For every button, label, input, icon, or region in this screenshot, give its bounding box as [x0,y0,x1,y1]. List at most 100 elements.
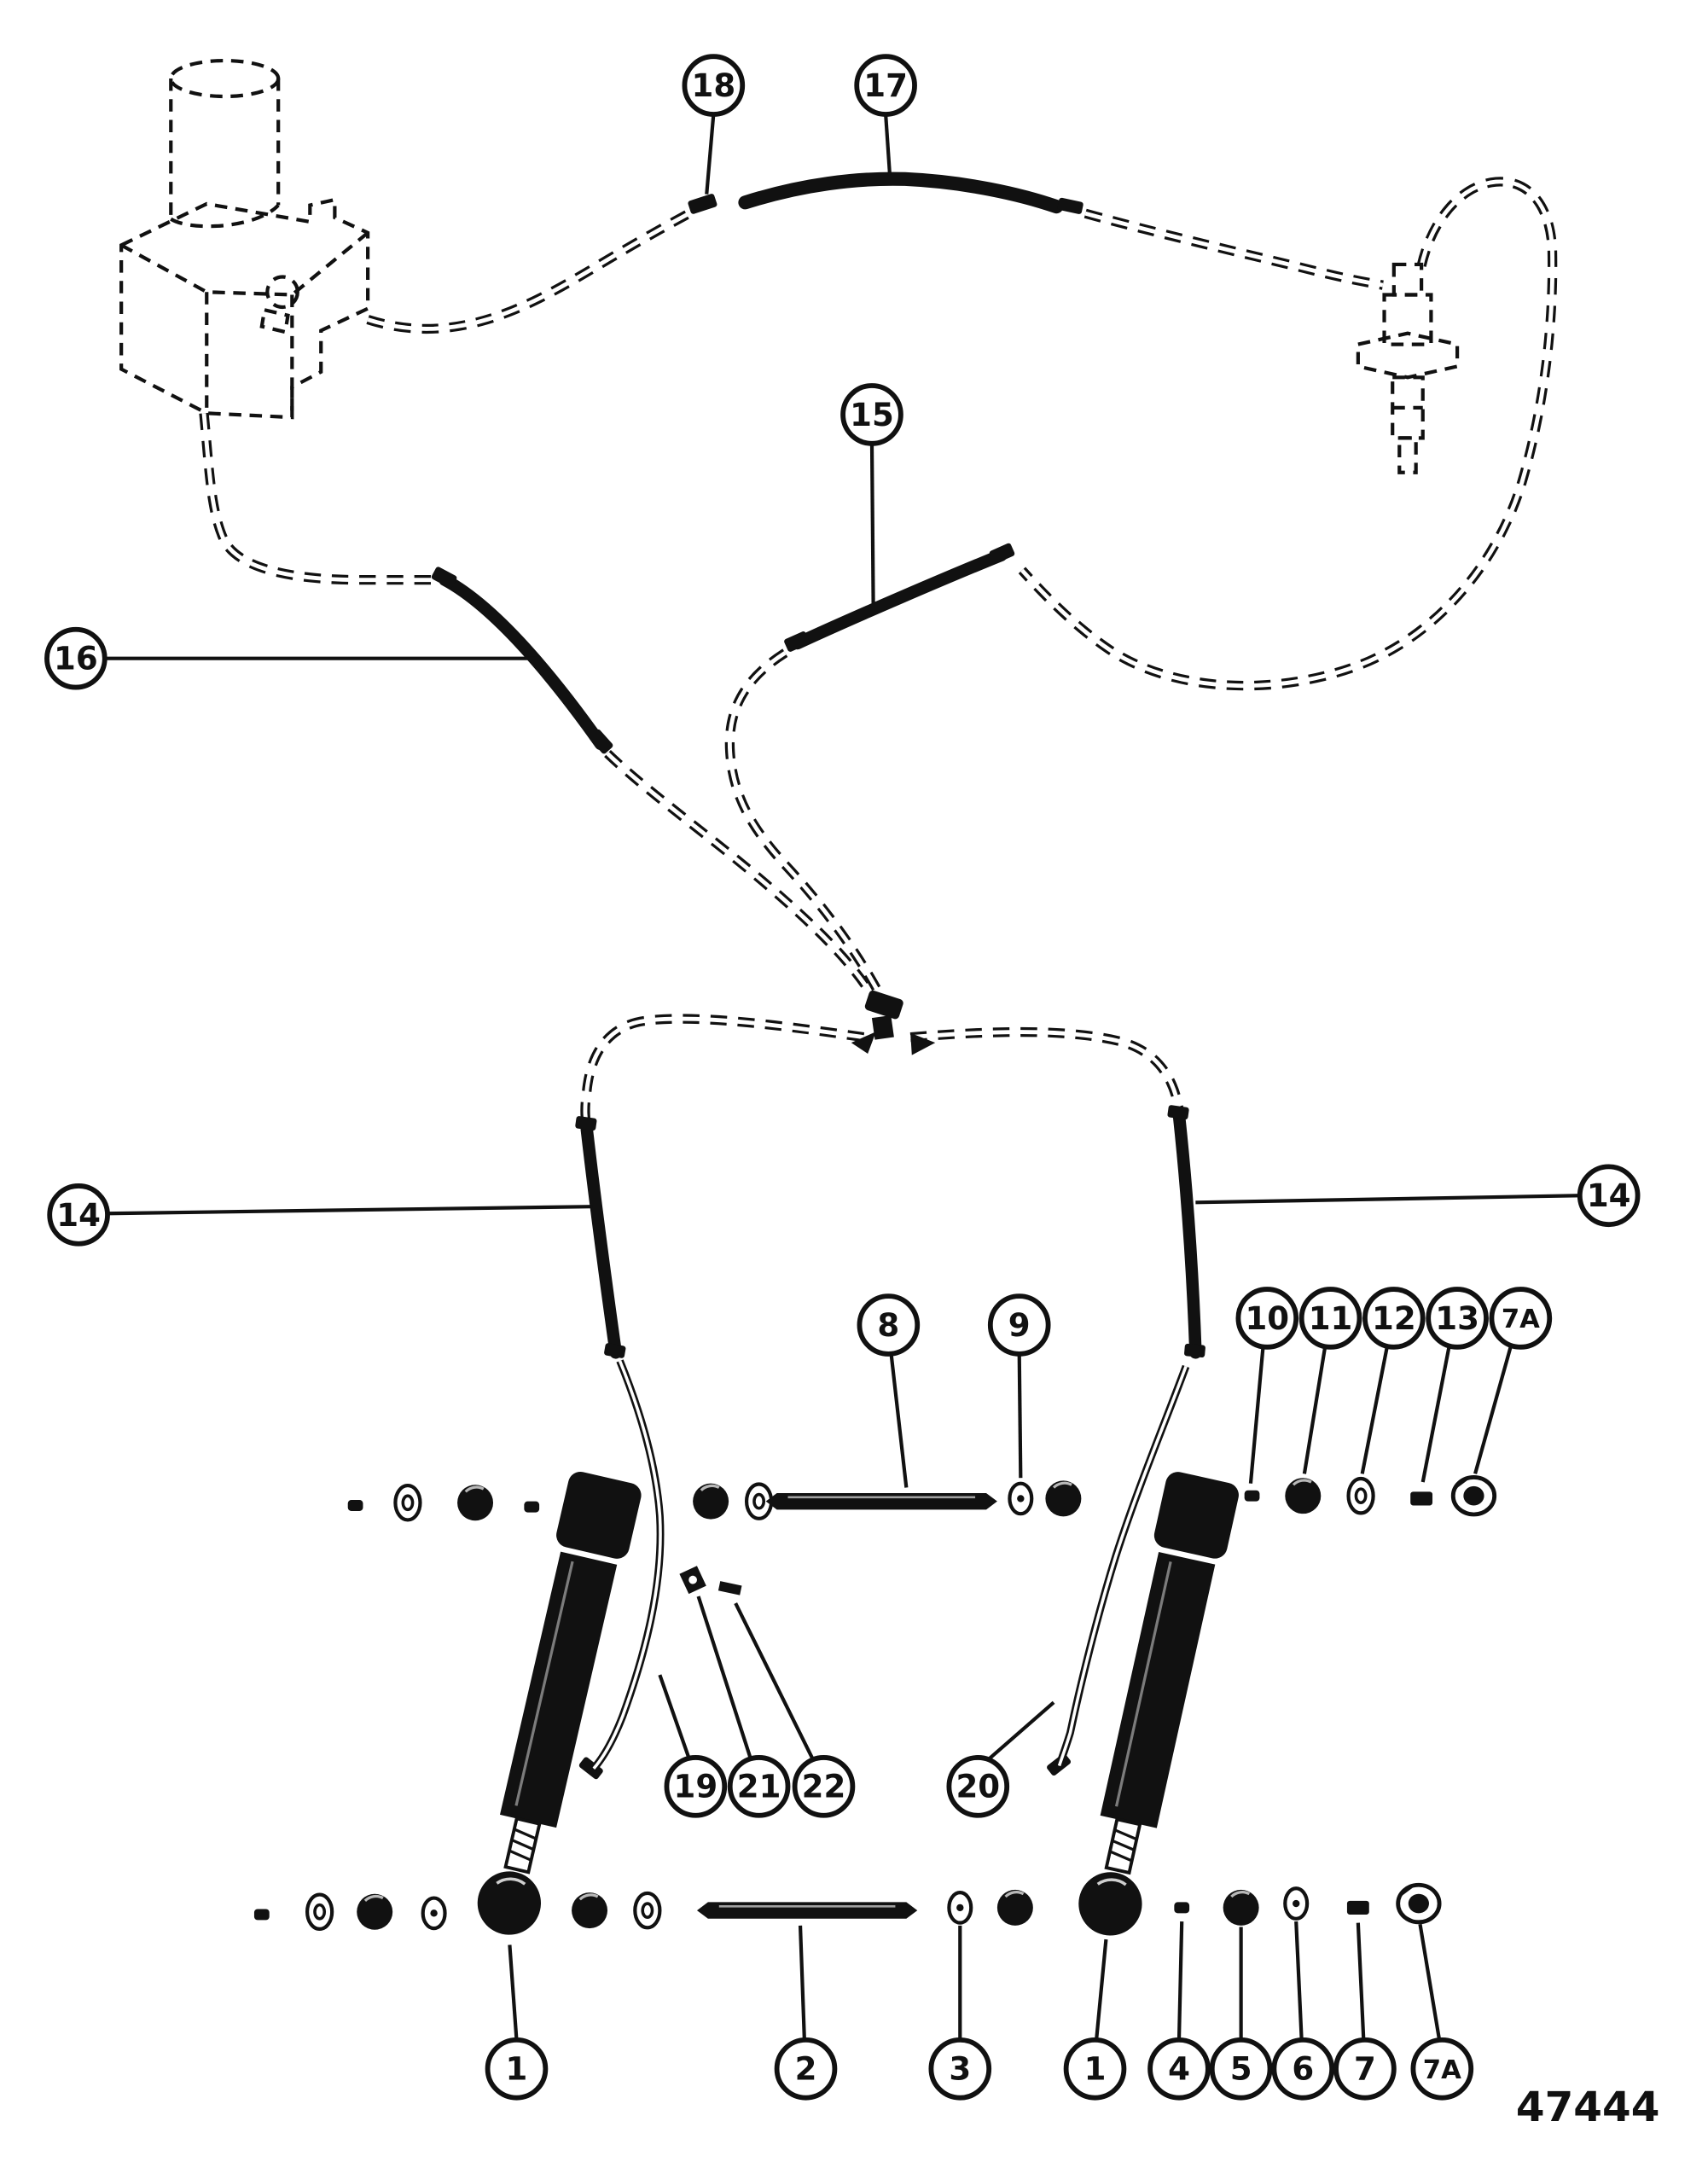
pin-4 [1174,1902,1190,1914]
bushing [456,1483,495,1522]
rod-eye [477,1871,541,1935]
callout-14-left-label: 14 [56,1197,101,1234]
callout-11-label: 11 [1309,1300,1353,1337]
trim-cylinder-right [1078,1472,1239,1936]
callout-18-label: 18 [691,67,735,104]
callout-7: 7 [1333,1922,1397,2101]
callout-1-left-label: 1 [506,2051,528,2088]
hydraulic-pump-assembly [119,58,370,420]
hose-14-left [580,1123,622,1359]
callout-8-label: 8 [877,1307,899,1344]
callout-19-label: 19 [674,1769,718,1805]
callout-1-left: 1 [485,1944,549,2101]
nut-11 [1283,1476,1322,1515]
callout-2-label: 2 [795,2051,817,2088]
callout-13: 13 [1420,1287,1489,1483]
callout-5: 5 [1209,1927,1273,2101]
callout-20: 20 [946,1700,1055,1818]
callout-22-label: 22 [802,1769,846,1805]
callout-11: 11 [1298,1287,1362,1474]
pivot-pin-8 [765,1492,997,1510]
callout-6: 6 [1271,1921,1335,2101]
trim-cylinder-left [477,1471,642,1935]
pin [524,1501,540,1513]
hose-fittings [431,194,1205,1780]
hose-16 [439,573,607,751]
pump-motor-top [169,58,281,99]
callout-1-right-label: 1 [1084,2051,1107,2088]
tee-fitting [851,990,936,1055]
bushing [996,1888,1035,1927]
nut-5 [1222,1888,1261,1927]
callout-7a-top: 7A [1473,1287,1553,1474]
bushing [570,1891,609,1930]
callout-7a-top-label: 7A [1502,1305,1540,1334]
spacer-13 [1410,1491,1433,1506]
bushing [691,1482,730,1521]
screw-22 [717,1581,742,1595]
locknut-7a [1398,1885,1439,1922]
spacer-7 [1346,1900,1369,1915]
upper-hardware-row [347,1476,1495,1522]
drawing-number: 47444 [1516,2084,1659,2131]
callout-13-label: 13 [1435,1300,1479,1337]
pin [253,1909,270,1921]
hose-15 [791,549,1008,650]
callout-7-label: 7 [1354,2051,1376,2088]
pump-body [119,197,370,420]
callout-7a-bottom: 7A [1410,1923,1474,2101]
washer [423,1898,445,1929]
callout-3: 3 [928,1925,992,2101]
washer-3 [949,1892,971,1923]
callouts: 18 17 15 16 14 14 8 [44,54,1641,2101]
callout-16-label: 16 [54,641,98,677]
pin-10 [1244,1490,1260,1502]
locknut-7a [1453,1477,1494,1514]
callout-4: 4 [1147,1921,1211,2101]
solid-hose-segments [439,171,1202,1359]
pump-port [265,275,299,310]
dashed-hose-runs [204,182,1553,1127]
callout-14-left: 14 [47,1183,593,1247]
callout-10: 10 [1235,1287,1299,1484]
callout-12: 12 [1360,1287,1426,1474]
callout-15: 15 [840,383,903,604]
washer [307,1895,332,1929]
bushing [1043,1479,1083,1519]
washer-9 [1009,1484,1031,1514]
cylinder-hoses [594,1361,1186,1769]
callout-2: 2 [774,1925,838,2101]
callout-19: 19 [658,1674,728,1818]
callout-7a-bottom-label: 7A [1423,2055,1461,2085]
rod-eye [1078,1872,1142,1936]
callout-21-label: 21 [737,1769,781,1805]
callout-10-label: 10 [1245,1300,1289,1337]
washer-6 [1285,1888,1307,1919]
callout-18: 18 [682,54,746,195]
callout-8: 8 [857,1293,921,1488]
callout-12-label: 12 [1372,1300,1416,1337]
washer [635,1893,659,1927]
hose-17 [738,171,1064,214]
callout-6-label: 6 [1292,2051,1314,2088]
callout-3-label: 3 [949,2051,971,2088]
washer-12 [1349,1479,1374,1513]
callout-5-label: 5 [1230,2051,1252,2088]
pivot-pin-2 [696,1902,918,1919]
callout-1-right: 1 [1063,1938,1127,2101]
trim-valve-fitting [1356,262,1460,474]
pin [347,1500,363,1511]
callout-15-label: 15 [850,397,894,433]
callout-21: 21 [696,1595,791,1818]
callout-4-label: 4 [1168,2051,1190,2088]
callout-20-label: 20 [956,1769,1000,1805]
bushing [355,1892,394,1932]
connector-18 [688,194,717,214]
callout-9-label: 9 [1008,1307,1031,1344]
callout-9: 9 [987,1293,1051,1479]
hose-14-right [1172,1109,1202,1359]
washer [395,1485,420,1520]
lower-hardware-row [253,1885,1439,1932]
